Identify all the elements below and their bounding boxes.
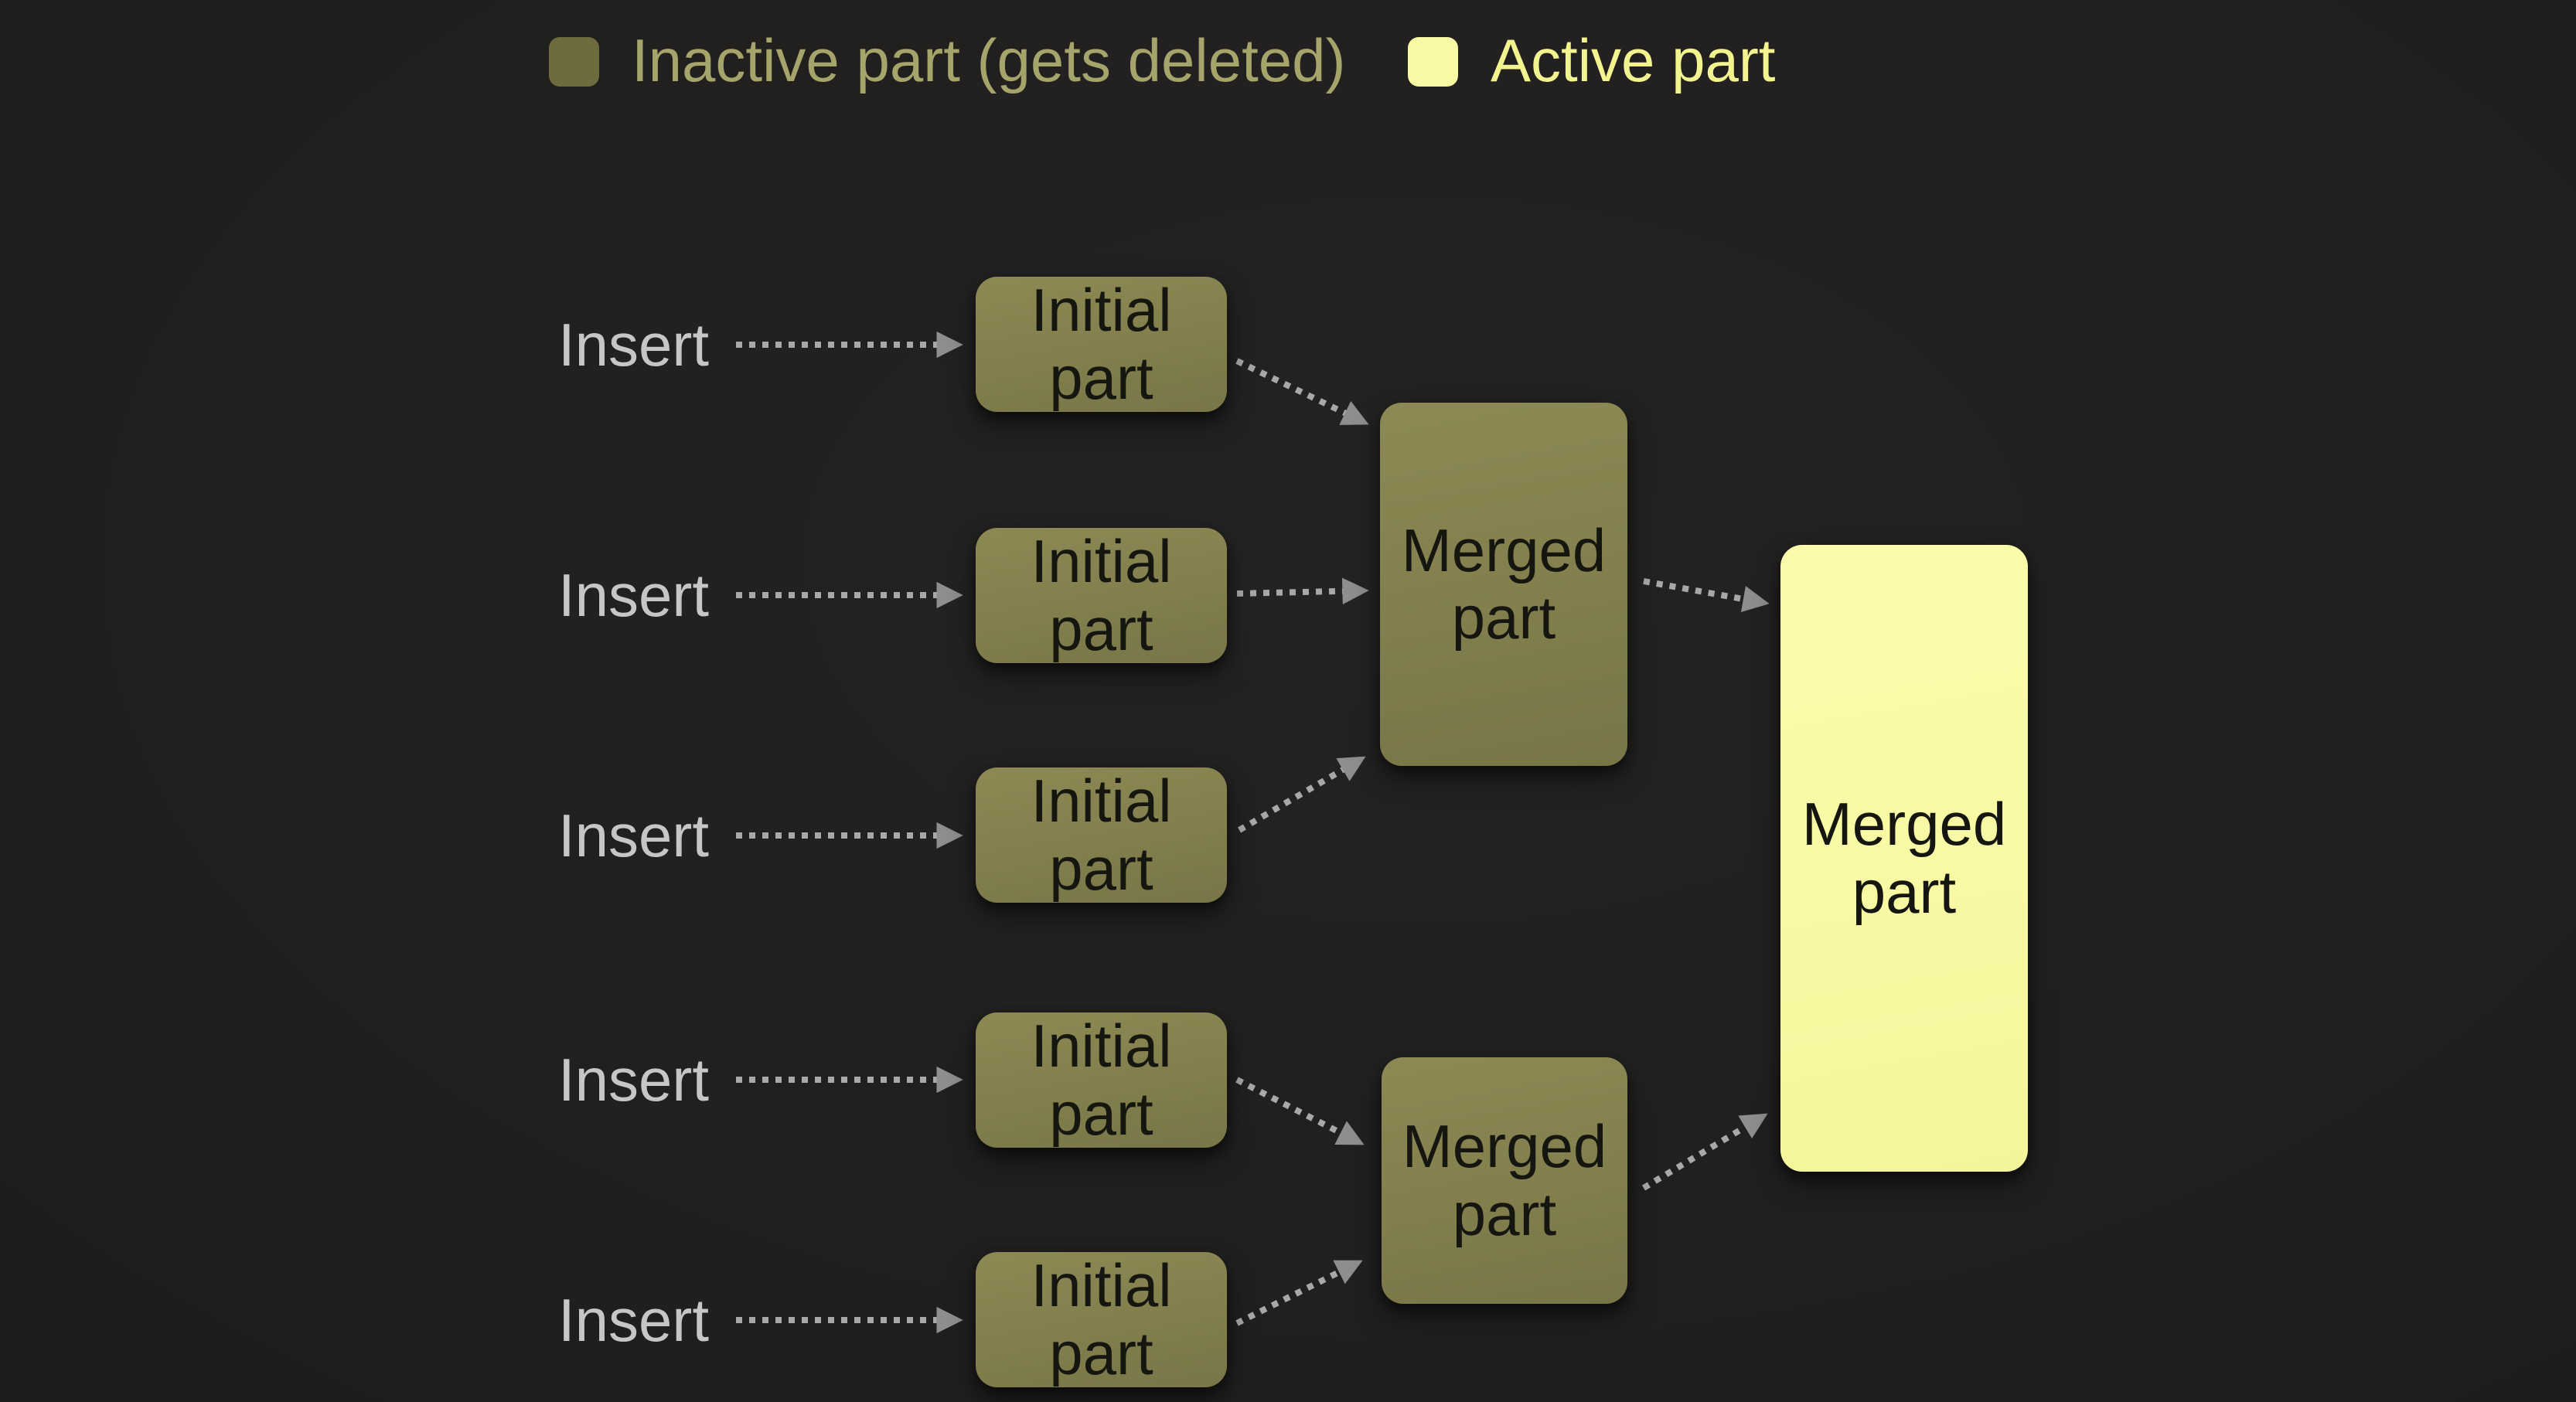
- legend-swatch-active: [1408, 37, 1458, 87]
- node-initial-part-5: Initial part: [976, 1252, 1227, 1387]
- node-label: Initial part: [1031, 1251, 1172, 1387]
- node-merged-part-1: Merged part: [1380, 403, 1627, 766]
- insert-label-5: Insert: [558, 1286, 710, 1354]
- legend-swatch-inactive: [549, 37, 599, 87]
- node-label: Merged part: [1401, 516, 1607, 652]
- node-label: Initial part: [1031, 1012, 1172, 1148]
- insert-label-3: Insert: [558, 801, 710, 869]
- node-label: Merged part: [1801, 790, 2007, 926]
- node-label: Initial part: [1031, 527, 1172, 663]
- node-initial-part-4: Initial part: [976, 1012, 1227, 1148]
- node-initial-part-2: Initial part: [976, 528, 1227, 663]
- node-initial-part-1: Initial part: [976, 277, 1227, 412]
- node-label: Initial part: [1031, 276, 1172, 412]
- edge-initial3-merged1: [1237, 756, 1366, 833]
- edge-merged2-final: [1641, 1113, 1768, 1191]
- edge-initial2-merged1: [1236, 577, 1369, 604]
- edge-initial5-merged2: [1235, 1260, 1363, 1326]
- edge-merged1-final: [1643, 578, 1770, 613]
- node-label: Merged part: [1402, 1112, 1607, 1248]
- node-initial-part-3: Initial part: [976, 767, 1227, 903]
- insert-label-2: Insert: [558, 561, 710, 629]
- legend-item-active: Active part: [1408, 30, 1775, 90]
- legend-item-inactive: Inactive part (gets deleted): [549, 30, 1346, 90]
- node-merged-part-final: Merged part: [1780, 545, 2028, 1172]
- legend-label-active: Active part: [1491, 26, 1776, 94]
- edge-initial1-merged1: [1235, 358, 1369, 425]
- legend-label-inactive: Inactive part (gets deleted): [632, 26, 1346, 94]
- insert-label-4: Insert: [558, 1046, 710, 1114]
- node-merged-part-2: Merged part: [1382, 1057, 1627, 1304]
- edge-initial4-merged2: [1235, 1077, 1365, 1145]
- node-label: Initial part: [1031, 767, 1172, 903]
- insert-label-1: Insert: [558, 311, 710, 379]
